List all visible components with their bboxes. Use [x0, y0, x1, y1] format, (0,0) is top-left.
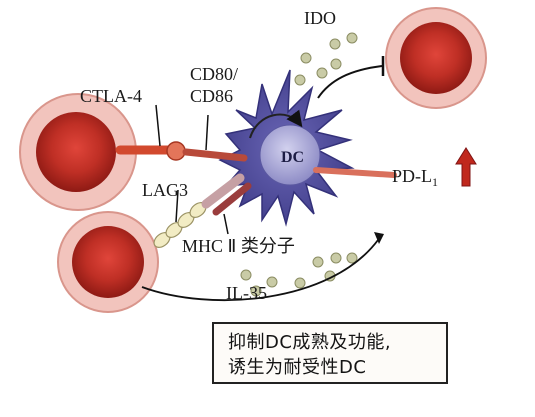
pdl1-ligand [313, 167, 397, 178]
label-pdl1-subscript: 1 [432, 175, 438, 189]
label-ido: IDO [304, 8, 336, 28]
ido-dots [294, 32, 358, 86]
inhibition-arrow-icon [317, 56, 385, 99]
label-pdl1-main: PD-L [392, 166, 432, 186]
dendritic-cell [218, 69, 355, 227]
t-cell-left [19, 93, 137, 211]
caption-box: 抑制DC成熟及功能, 诱生为耐受性DC [212, 322, 448, 384]
t-cell-top-right [385, 7, 487, 109]
caption-line-2: 诱生为耐受性DC [228, 357, 367, 378]
label-pdl1: PD-L1 [392, 166, 438, 189]
ctla4-cd80-interaction [115, 104, 248, 162]
label-cd80-line1: CD80/ [190, 64, 238, 84]
label-il35: IL-35 [226, 283, 267, 303]
label-ctla4: CTLA-4 [80, 86, 142, 106]
t-cell-lower-left [57, 211, 159, 313]
label-cd80-line2: CD86 [190, 86, 233, 106]
label-lag3: LAG3 [142, 180, 188, 200]
caption-line-1: 抑制DC成熟及功能, [228, 332, 392, 353]
il35-dots [240, 252, 358, 297]
lag3-mhc-interaction [153, 173, 252, 248]
label-dc: DC [281, 149, 304, 166]
il35-feedback-arrow [141, 232, 384, 302]
label-mhc-class2: MHC Ⅱ 类分子 [182, 236, 295, 256]
up-arrow-icon [455, 147, 477, 187]
